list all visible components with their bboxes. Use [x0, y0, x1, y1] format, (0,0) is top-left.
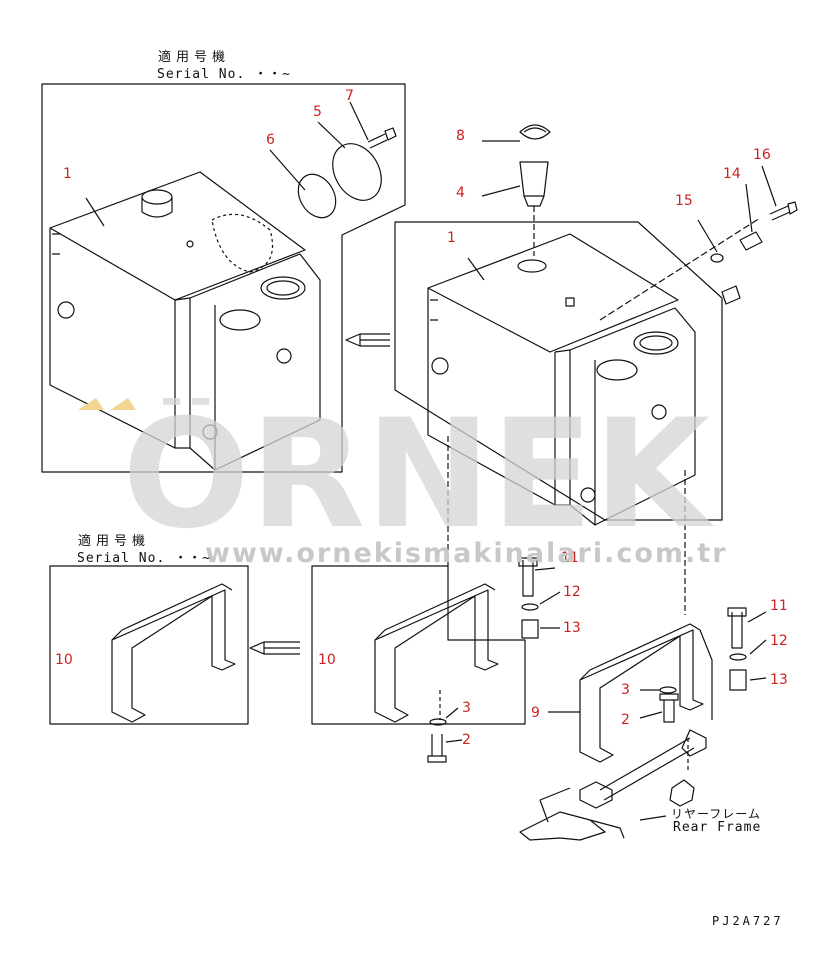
arrow-bottom [249, 641, 300, 655]
watermark-url: www.ornekismakinalari.com.tr [205, 538, 728, 569]
ring-15 [710, 253, 724, 263]
part-numbers: 1 6 5 7 8 4 1 15 14 16 11 12 13 10 10 3 … [55, 88, 788, 748]
bracket-9-drawing [579, 623, 713, 763]
part-14: 14 [723, 166, 741, 182]
rear-frame-jp: リヤーフレーム [671, 807, 761, 821]
part-13-a: 13 [563, 620, 581, 636]
part-11-a: 11 [561, 550, 579, 566]
part-13-b: 13 [770, 672, 788, 688]
cap-8 [519, 124, 551, 140]
drawing-code: PJ2A727 [712, 914, 784, 928]
bolt-16 [769, 201, 798, 221]
part-4: 4 [456, 185, 465, 201]
top-inset-serial: Serial No. ・・~ [157, 67, 291, 82]
bottom-middle-frame [311, 565, 526, 725]
rear-frame-en: Rear Frame [673, 820, 762, 835]
tank-inset-drawing [49, 171, 321, 471]
part-1-a: 1 [63, 166, 72, 182]
part-7: 7 [345, 88, 354, 104]
filter-4 [519, 161, 549, 207]
part-2-a: 2 [462, 732, 471, 748]
arrow-top [345, 333, 390, 347]
part-10-b: 10 [318, 652, 336, 668]
part-15: 15 [675, 193, 693, 209]
bracket-inset-drawing [111, 583, 236, 723]
bottom-inset-serial: Serial No. ・・~ [77, 551, 211, 566]
part-11-b: 11 [770, 598, 788, 614]
bracket-14 [739, 231, 763, 251]
part-12-a: 12 [563, 584, 581, 600]
part-1-b: 1 [447, 230, 456, 246]
part-6: 6 [266, 132, 275, 148]
part-12-b: 12 [770, 633, 788, 649]
part-3-b: 3 [621, 682, 630, 698]
part-5: 5 [313, 104, 322, 120]
part-9: 9 [531, 705, 540, 721]
bottom-inset-frame [49, 565, 249, 725]
flange-5 [332, 143, 382, 201]
top-inset-title-jp: 適用号機 [158, 50, 231, 65]
part-2-b: 2 [621, 712, 630, 728]
bracket-middle-drawing [374, 583, 499, 723]
main-tank-frame [394, 221, 723, 521]
part-3-a: 3 [462, 700, 471, 716]
bottom-inset-title-jp: 適用号機 [78, 534, 151, 549]
part-10-a: 10 [55, 652, 73, 668]
bolt-7 [367, 127, 397, 149]
part-16: 16 [753, 147, 771, 163]
rear-frame-drawing [519, 729, 707, 841]
top-inset-frame [41, 83, 406, 473]
part-8: 8 [456, 128, 465, 144]
gasket-6 [297, 173, 337, 219]
tank-main-drawing [427, 233, 696, 526]
